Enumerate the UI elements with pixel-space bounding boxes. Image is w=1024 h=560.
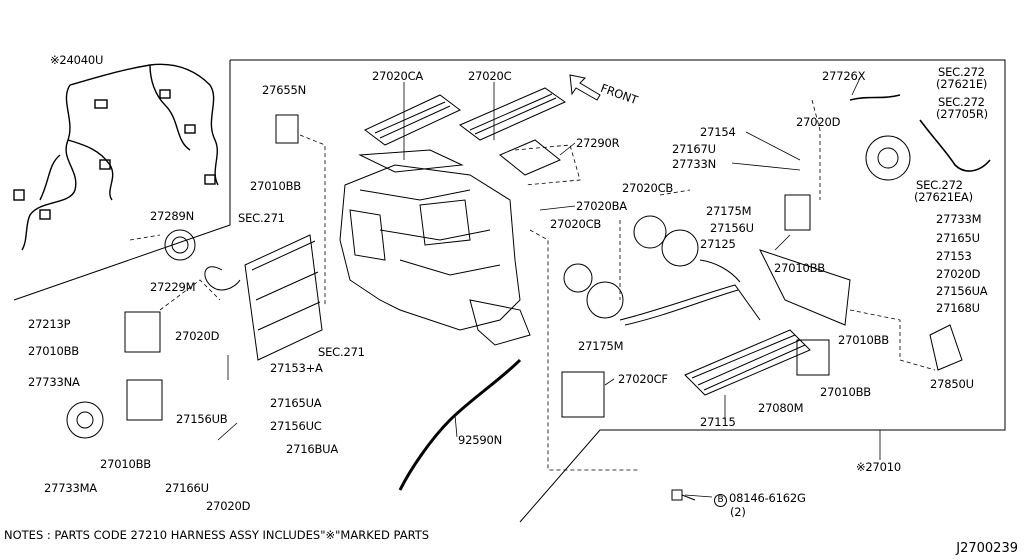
label-27010: ※27010 <box>856 460 902 474</box>
label-27175m-b: 27175M <box>578 339 624 353</box>
cabin-filter-27020cf <box>561 371 605 418</box>
label-27850u: 27850U <box>930 377 974 391</box>
label-27154: 27154 <box>700 125 736 139</box>
label-27165u: 27165U <box>936 231 980 245</box>
label-27726x: 27726X <box>822 69 866 83</box>
dashed-boundaries <box>129 99 936 471</box>
label-27168u: 27168U <box>936 301 980 315</box>
actuators <box>66 114 963 439</box>
label-27020d-a: 27020D <box>175 329 220 343</box>
label-27020ca: 27020CA <box>372 69 424 83</box>
bolt-code: 08146-6162G <box>729 491 806 505</box>
label-27229m: 27229M <box>150 280 196 294</box>
label-27153: 27153 <box>936 249 972 263</box>
door-discs <box>563 215 699 319</box>
label-sec271-a: SEC.271 <box>238 211 285 225</box>
sensor-pipes <box>849 94 991 172</box>
label-27020cb-b: 27020CB <box>550 217 602 231</box>
label-27167u: 27167U <box>672 142 716 156</box>
label-27156uc: 27156UC <box>270 419 322 433</box>
label-sec272-b: SEC.272 <box>938 95 985 109</box>
label-27168ua: 2716BUA <box>286 442 339 456</box>
label-27125: 27125 <box>700 237 736 251</box>
heater-core <box>619 259 811 396</box>
filter-screens <box>364 87 567 176</box>
label-24040u: ※24040U <box>50 53 104 67</box>
label-27010bb-f: 27010BB <box>820 385 871 399</box>
label-27733n: 27733N <box>672 157 716 171</box>
label-27733m: 27733M <box>936 212 982 226</box>
drain-hose-92590n <box>398 358 522 491</box>
hvac-unit-body <box>339 149 531 346</box>
bolt-quantity: (2) <box>730 505 746 519</box>
label-sec272-c2: (27621EA) <box>914 190 973 204</box>
label-27020d-d: 27020D <box>936 267 981 281</box>
assembly-frame <box>13 59 1006 523</box>
label-sec272-a: SEC.272 <box>938 65 985 79</box>
label-27020cf: 27020CF <box>618 372 668 386</box>
bolt-icon <box>671 489 696 501</box>
label-92590n: 92590N <box>458 433 502 447</box>
label-27010bb-d: 27010BB <box>774 261 825 275</box>
label-sec272-b2: (27705R) <box>936 107 988 121</box>
diagram-id: J2700239 <box>956 541 1018 556</box>
evaporator-core <box>164 229 323 361</box>
label-27733ma: 27733MA <box>44 481 97 495</box>
label-sec272-c: SEC.272 <box>916 178 963 192</box>
label-27166u: 27166U <box>165 481 209 495</box>
label-27010bb-b: 27010BB <box>28 344 79 358</box>
label-27020d-b: 27020D <box>206 499 251 513</box>
label-27010bb-a: 27010BB <box>250 179 301 193</box>
label-sec272-a2: (27621E) <box>936 77 988 91</box>
label-27156ub: 27156UB <box>176 412 228 426</box>
label-sec271-b: SEC.271 <box>318 345 365 359</box>
label-27156u: 27156U <box>710 221 754 235</box>
label-27020cb-a: 27020CB <box>622 181 674 195</box>
label-27655n: 27655N <box>262 83 306 97</box>
label-27010bb-e: 27010BB <box>838 333 889 347</box>
harness-assembly <box>13 63 219 251</box>
label-27020ba: 27020BA <box>576 199 627 213</box>
label-27010bb-c: 27010BB <box>100 457 151 471</box>
notes-text: NOTES : PARTS CODE 27210 HARNESS ASSY IN… <box>4 528 430 542</box>
label-27165ua: 27165UA <box>270 396 322 410</box>
label-27156ua: 27156UA <box>936 284 988 298</box>
label-27080m: 27080M <box>758 401 804 415</box>
label-27213p: 27213P <box>28 317 71 331</box>
label-27115: 27115 <box>700 415 736 429</box>
label-27289n: 27289N <box>150 209 194 223</box>
label-27733na: 27733NA <box>28 375 80 389</box>
label-27175m-a: 27175M <box>706 204 752 218</box>
leader-lines <box>217 77 881 498</box>
bolt-circle-letter: B <box>714 494 727 507</box>
label-27020d-c: 27020D <box>796 115 841 129</box>
label-27020c: 27020C <box>468 69 512 83</box>
label-27153a: 27153+A <box>270 361 323 375</box>
front-arrow <box>569 74 601 101</box>
label-27290r: 27290R <box>576 136 620 150</box>
